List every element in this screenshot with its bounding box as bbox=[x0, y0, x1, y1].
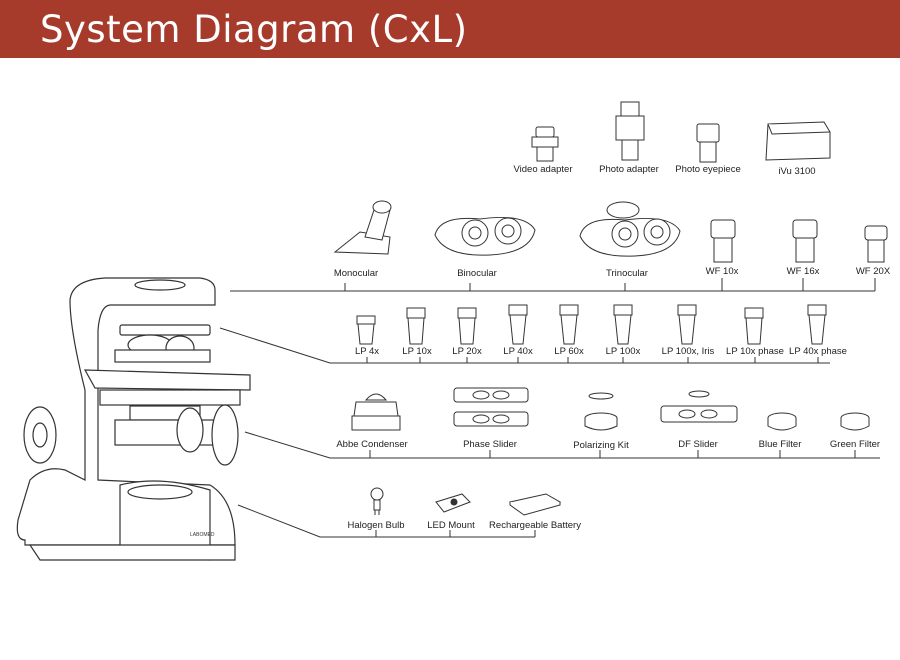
label-trinocular: Trinocular bbox=[606, 268, 648, 279]
objective-lp-40x-phase-icon bbox=[807, 304, 827, 345]
label-rechargeable-battery: Rechargeable Battery bbox=[489, 520, 581, 531]
label-blue-filter: Blue Filter bbox=[758, 439, 802, 450]
title-banner: System Diagram (CxL) bbox=[0, 0, 900, 58]
wf-16x-eyepiece-icon bbox=[792, 219, 818, 263]
objective-lp-100x-icon bbox=[613, 304, 633, 345]
blue-filter-icon bbox=[767, 412, 797, 431]
monocular-head-icon bbox=[333, 200, 392, 255]
halogen-bulb-icon bbox=[370, 487, 384, 515]
objective-lp-100x-iris-icon bbox=[677, 304, 697, 345]
label-monocular: Monocular bbox=[333, 268, 379, 279]
label-lp-10x-phase: LP 10x phase bbox=[726, 346, 784, 357]
ivu-camera-icon bbox=[765, 121, 831, 161]
label-lp-40x: LP 40x bbox=[503, 346, 533, 357]
objective-lp-10x-phase-icon bbox=[744, 307, 764, 345]
objective-lp-20x-icon bbox=[457, 307, 477, 345]
label-lp-4x: LP 4x bbox=[354, 346, 380, 357]
photo-eyepiece-icon bbox=[696, 123, 720, 163]
label-binocular: Binocular bbox=[457, 268, 497, 279]
photo-adapter-icon bbox=[615, 101, 645, 161]
objective-lp-10x-icon bbox=[406, 307, 426, 345]
label-halogen-bulb: Halogen Bulb bbox=[347, 520, 405, 531]
label-lp-100x-iris: LP 100x, Iris bbox=[661, 346, 715, 357]
label-photo-eyepiece: Photo eyepiece bbox=[675, 164, 741, 175]
video-adapter-icon bbox=[531, 126, 559, 162]
label-lp-40x-phase: LP 40x phase bbox=[789, 346, 847, 357]
phase-slider-icon bbox=[453, 387, 529, 427]
df-slider-icon bbox=[660, 390, 738, 423]
objective-lp-60x-icon bbox=[559, 304, 579, 345]
label-abbe-condenser: Abbe Condenser bbox=[336, 439, 408, 450]
connector-lines bbox=[219, 278, 880, 538]
brand-text: LABOMED bbox=[190, 532, 215, 538]
objective-lp-40x-icon bbox=[508, 304, 528, 345]
binocular-head-icon bbox=[434, 216, 536, 256]
label-lp-100x: LP 100x bbox=[605, 346, 641, 357]
trinocular-head-icon bbox=[579, 201, 681, 257]
rechargeable-battery-icon bbox=[508, 493, 562, 516]
label-video-adapter: Video adapter bbox=[513, 164, 573, 175]
label-wf-10x: WF 10x bbox=[705, 266, 739, 277]
page-title: System Diagram (CxL) bbox=[40, 8, 468, 51]
label-led-mount: LED Mount bbox=[427, 520, 475, 531]
label-phase-slider: Phase Slider bbox=[463, 439, 517, 450]
green-filter-icon bbox=[840, 412, 870, 431]
label-df-slider: DF Slider bbox=[678, 439, 718, 450]
wf-20x-eyepiece-icon bbox=[864, 225, 888, 263]
polarizing-kit-icon bbox=[584, 392, 618, 431]
abbe-condenser-icon bbox=[351, 393, 401, 431]
label-wf-16x: WF 16x bbox=[786, 266, 820, 277]
microscope-illustration: LABOMED bbox=[16, 277, 251, 561]
led-mount-icon bbox=[435, 493, 471, 513]
wf-10x-eyepiece-icon bbox=[710, 219, 736, 263]
label-wf-20x: WF 20X bbox=[855, 266, 891, 277]
label-lp-10x: LP 10x bbox=[402, 346, 432, 357]
objective-lp-4x-icon bbox=[356, 315, 376, 345]
label-photo-adapter: Photo adapter bbox=[599, 164, 659, 175]
label-polarizing-kit: Polarizing Kit bbox=[573, 440, 629, 451]
label-lp-60x: LP 60x bbox=[554, 346, 584, 357]
label-ivu-3100: iVu 3100 bbox=[778, 166, 816, 177]
label-green-filter: Green Filter bbox=[829, 439, 881, 450]
label-lp-20x: LP 20x bbox=[452, 346, 482, 357]
